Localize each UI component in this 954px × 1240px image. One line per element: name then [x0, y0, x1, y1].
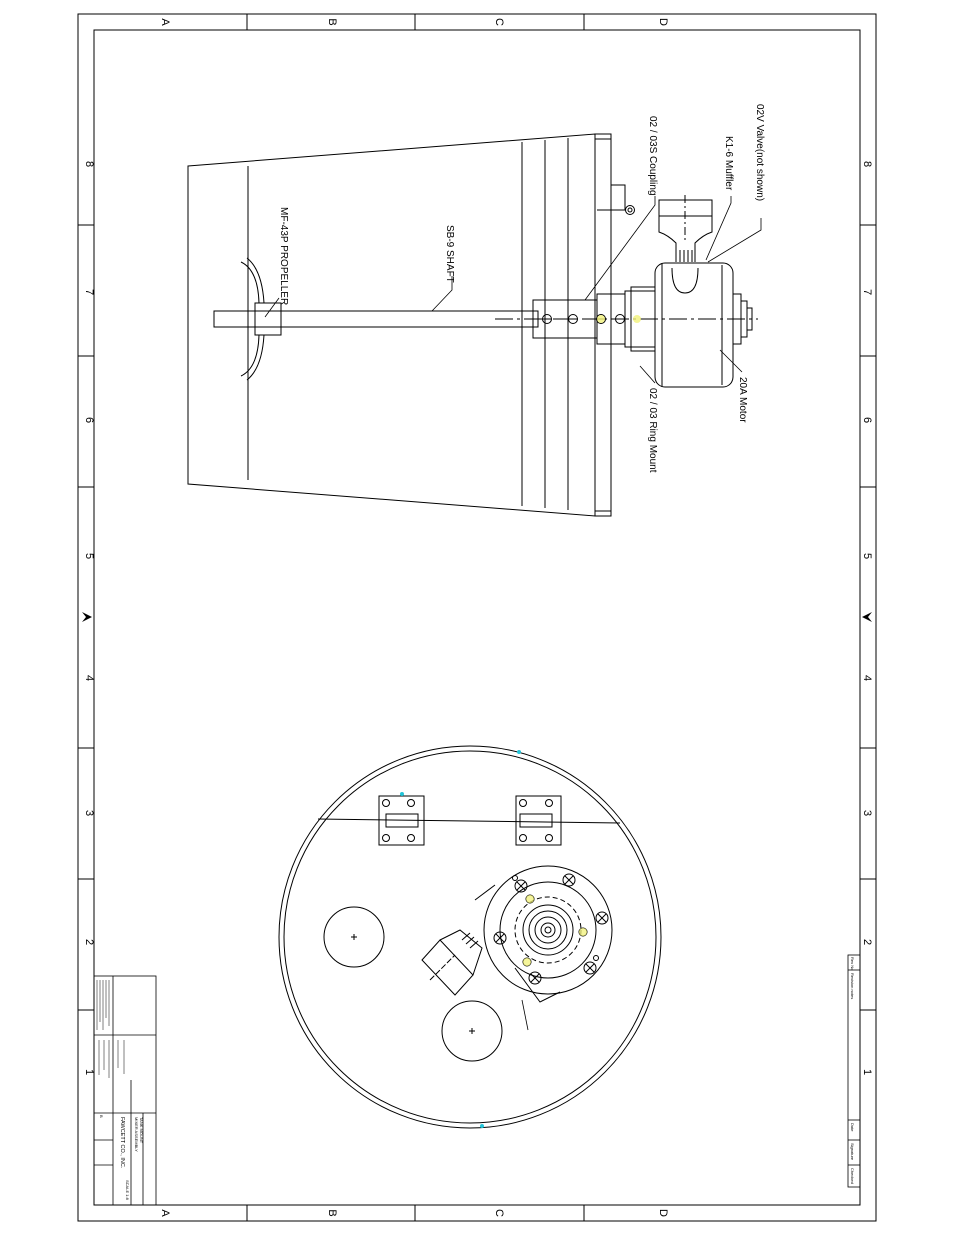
- row-number-7-right: 7: [861, 289, 873, 295]
- col-letter-d-top: D: [657, 18, 669, 26]
- label-coupling: 02 / 03S Coupling: [647, 116, 658, 196]
- row-number-1-right: 1: [861, 1069, 873, 1075]
- label-muffler: K1-6 Muffler: [723, 136, 734, 191]
- tank-rim: [594, 133, 612, 517]
- col-letter-b-bottom: B: [326, 1209, 338, 1216]
- cyan-marker: [517, 750, 521, 754]
- col-letter-c-top: C: [493, 18, 505, 26]
- row-number-8-left: 8: [83, 161, 95, 167]
- label-propeller: MF-43P PROPELLER: [278, 207, 289, 305]
- motor-body: [654, 262, 734, 388]
- highlight-mark: [526, 895, 534, 903]
- col-letter-a-top: A: [159, 18, 171, 26]
- revision-notes-header: Revision notes: [850, 973, 855, 999]
- label-motor: 20A Motor: [737, 377, 748, 423]
- tank-lid-inner: [283, 750, 657, 1124]
- cyan-marker: [480, 1124, 484, 1128]
- lid-hinge-line: [317, 818, 621, 824]
- revision-rev-no: Rev No: [850, 957, 855, 971]
- zone-ticks: [78, 14, 876, 1221]
- row-number-6-right: 6: [861, 417, 873, 423]
- row-number-4-right: 4: [861, 675, 873, 681]
- label-valve: 02V Valve(not shown): [754, 104, 765, 201]
- cyan-marker: [400, 792, 404, 796]
- col-letter-b-top: B: [326, 18, 338, 25]
- motor-port: [671, 267, 699, 294]
- row-number-5-left: 5: [83, 553, 95, 559]
- top-view: [278, 745, 662, 1129]
- propeller-hub: [254, 302, 282, 336]
- highlight-mark: [633, 315, 641, 323]
- col-letter-a-bottom: A: [159, 1209, 171, 1217]
- inner-border: [93, 29, 861, 1206]
- shaft: [213, 310, 539, 328]
- highlight-mark: [523, 958, 531, 966]
- hinge-left: [378, 795, 425, 846]
- col-letter-c-bottom: C: [493, 1209, 505, 1217]
- revision-date: Date: [850, 1123, 855, 1132]
- center-arrow-left-icon: [82, 612, 92, 622]
- title-size: B: [99, 1115, 104, 1118]
- title-company: FAWCETT CO., INC.: [119, 1117, 125, 1169]
- bracket: [597, 184, 626, 211]
- highlight-mark: [579, 928, 587, 936]
- hinge-right: [515, 795, 562, 846]
- row-number-2-left: 2: [83, 939, 95, 945]
- row-number-5-right: 5: [861, 553, 873, 559]
- port-circle-lower: [441, 1000, 503, 1062]
- revision-signature: Signature: [850, 1143, 855, 1161]
- outer-border: [77, 13, 877, 1222]
- side-view: [187, 133, 758, 517]
- revision-checked: Checked: [850, 1168, 855, 1184]
- propeller-blade-bottom: [240, 334, 260, 377]
- highlight-mark: [597, 315, 605, 323]
- row-number-7-left: 7: [83, 289, 95, 295]
- row-number-1-left: 1: [83, 1069, 95, 1075]
- propeller-blade-top: [240, 261, 260, 304]
- row-number-3-left: 3: [83, 810, 95, 816]
- tank-outline: [187, 133, 596, 517]
- title-block: [93, 975, 157, 1206]
- center-arrow-right-icon: [862, 612, 872, 622]
- leader-lines: [264, 196, 762, 384]
- row-number-8-right: 8: [861, 161, 873, 167]
- top-view-muffler: [421, 929, 483, 996]
- port-circle-left: [323, 906, 385, 968]
- revision-block: [847, 954, 861, 1188]
- row-number-4-left: 4: [83, 675, 95, 681]
- title-scale: SCALE 1:8: [125, 1180, 130, 1201]
- row-number-3-right: 3: [861, 810, 873, 816]
- bracket-bolt: [625, 205, 635, 215]
- label-shaft: SB-9 SHAFT: [444, 225, 455, 283]
- row-number-2-right: 2: [861, 939, 873, 945]
- title-drawing-name: MIXER ASSEMBLY: [134, 1117, 139, 1152]
- mixer-mount-plate: [483, 865, 613, 995]
- col-letter-d-bottom: D: [657, 1209, 669, 1217]
- row-number-6-left: 6: [83, 417, 95, 423]
- label-ring-mount: 02 / 03 Ring Mount: [647, 388, 658, 473]
- title-drawing-subtitle: TANK MOUNT: [139, 1117, 144, 1144]
- tank-lid-outer: [278, 745, 662, 1129]
